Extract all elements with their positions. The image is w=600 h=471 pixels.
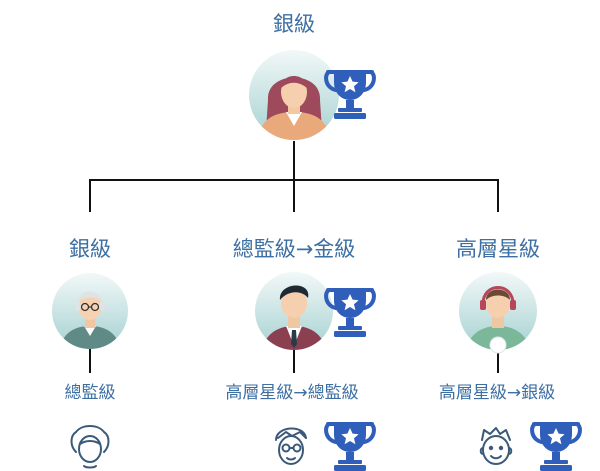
businessman-avatar-icon (255, 272, 333, 352)
child-2-trophy-icon (326, 289, 374, 337)
headset-operator-avatar-icon (459, 272, 537, 353)
elderly-man-avatar-icon (52, 273, 128, 350)
elderly-woman-line-icon (72, 426, 109, 468)
young-man-line-icon (481, 428, 512, 464)
child-3-sub-trophy-icon (532, 423, 580, 471)
child-2-sub-trophy-icon (326, 423, 374, 471)
woman-avatar-icon (249, 50, 339, 140)
glasses-man-line-icon (276, 428, 306, 464)
